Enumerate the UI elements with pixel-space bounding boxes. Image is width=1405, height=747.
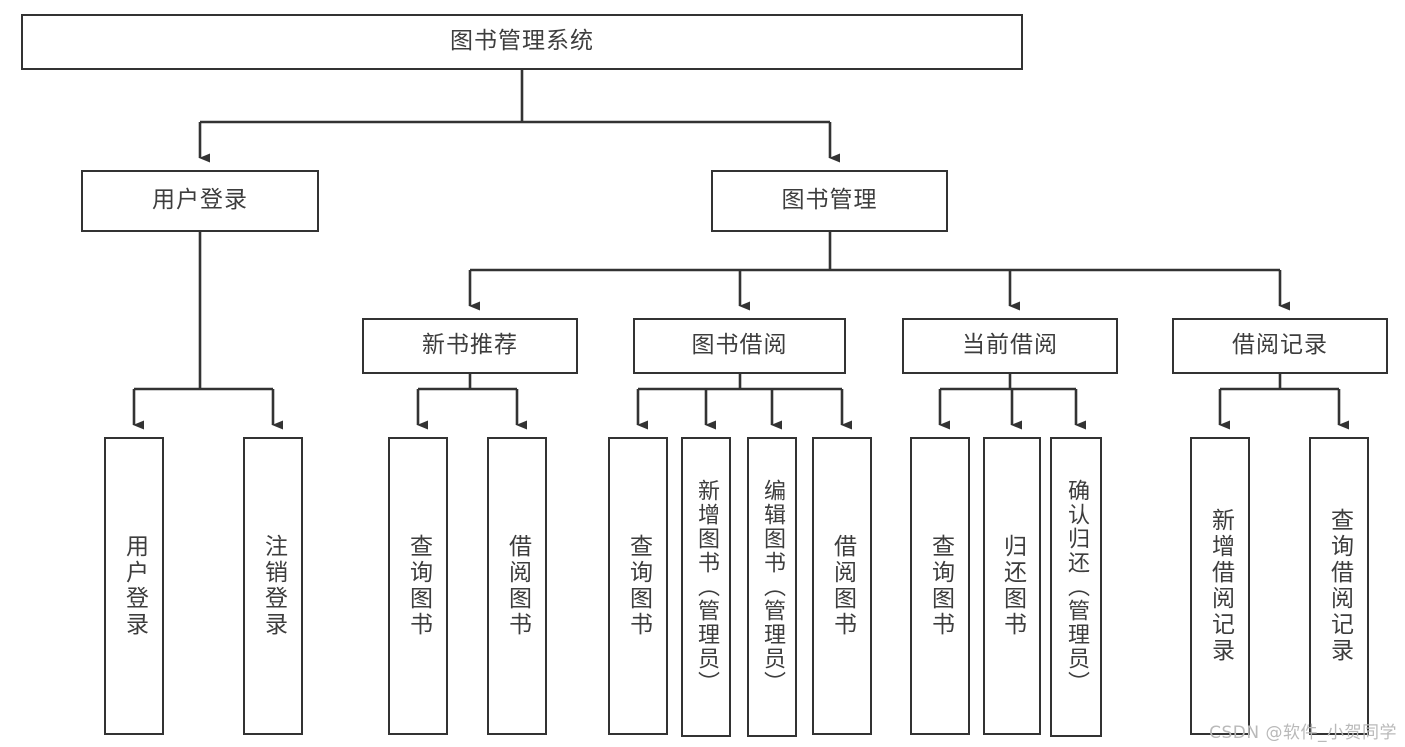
node-label: 编辑图书（管理员）: [760, 479, 785, 695]
node-leaf-return-book[interactable]: 归还图书: [983, 437, 1041, 735]
node-label: 借阅记录: [1232, 332, 1328, 359]
node-label: 查询图书: [405, 534, 432, 638]
node-leaf-user-login[interactable]: 用户登录: [104, 437, 164, 735]
node-label: 查询图书: [927, 534, 954, 638]
node-leaf-add-book[interactable]: 新增图书（管理员）: [681, 437, 731, 737]
node-leaf-add-record[interactable]: 新增借阅记录: [1190, 437, 1250, 735]
node-label: 图书管理系统: [450, 28, 594, 55]
node-leaf-query-book-3[interactable]: 查询图书: [910, 437, 970, 735]
node-label: 确认归还（管理员）: [1064, 479, 1089, 695]
node-leaf-query-book-2[interactable]: 查询图书: [608, 437, 668, 735]
node-book-manage[interactable]: 图书管理: [711, 170, 948, 232]
node-label: 查询图书: [625, 534, 652, 638]
node-label: 注销登录: [260, 534, 287, 638]
node-label: 借阅图书: [829, 534, 856, 638]
node-leaf-query-book-1[interactable]: 查询图书: [388, 437, 448, 735]
node-label: 新书推荐: [422, 332, 518, 359]
node-label: 新增借阅记录: [1207, 508, 1234, 664]
node-label: 查询借阅记录: [1326, 508, 1353, 664]
node-label: 用户登录: [121, 534, 148, 638]
node-root[interactable]: 图书管理系统: [21, 14, 1023, 70]
node-leaf-borrow-book-2[interactable]: 借阅图书: [812, 437, 872, 735]
node-label: 归还图书: [999, 534, 1026, 638]
node-label: 借阅图书: [504, 534, 531, 638]
node-leaf-borrow-book-1[interactable]: 借阅图书: [487, 437, 547, 735]
node-leaf-query-record[interactable]: 查询借阅记录: [1309, 437, 1369, 735]
watermark-text: CSDN @软件_小贺同学: [1209, 723, 1397, 743]
node-new-book-rec[interactable]: 新书推荐: [362, 318, 578, 374]
node-book-borrow[interactable]: 图书借阅: [633, 318, 846, 374]
node-leaf-confirm-return[interactable]: 确认归还（管理员）: [1050, 437, 1102, 737]
node-leaf-user-logout[interactable]: 注销登录: [243, 437, 303, 735]
node-label: 图书借阅: [691, 332, 788, 359]
node-leaf-edit-book[interactable]: 编辑图书（管理员）: [747, 437, 797, 737]
node-label: 新增图书（管理员）: [694, 479, 719, 695]
node-borrow-record[interactable]: 借阅记录: [1172, 318, 1388, 374]
node-label: 用户登录: [152, 187, 248, 214]
node-user-login[interactable]: 用户登录: [81, 170, 319, 232]
node-current-borrow[interactable]: 当前借阅: [902, 318, 1118, 374]
node-label: 图书管理: [781, 187, 878, 214]
node-label: 当前借阅: [962, 332, 1058, 359]
